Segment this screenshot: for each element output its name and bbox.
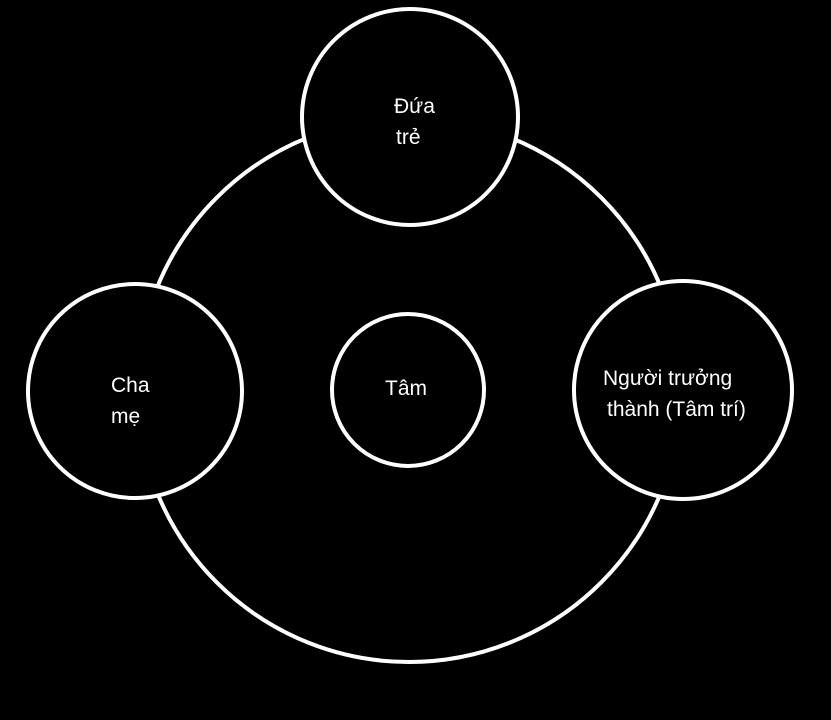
node-center-circle	[330, 312, 486, 468]
node-center-label: Tâm	[385, 373, 427, 404]
node-adult-line1: Người trưởng	[603, 367, 733, 390]
node-child-line2: trẻ	[396, 126, 421, 149]
node-adult-label: Người trưởng thành (Tâm trí)	[603, 363, 746, 425]
node-child-line1: Đứa	[394, 95, 435, 118]
node-adult-circle	[572, 279, 794, 501]
node-child-circle	[300, 7, 520, 227]
node-parent-label: Cha mẹ	[111, 370, 150, 432]
node-parent-circle	[26, 282, 244, 500]
node-child-label: Đứa trẻ	[394, 91, 435, 153]
node-adult-line2: thành (Tâm trí)	[607, 398, 746, 421]
node-parent-line1: Cha	[111, 374, 150, 397]
node-center-text: Tâm	[385, 377, 427, 400]
node-parent-line2: mẹ	[111, 405, 141, 428]
